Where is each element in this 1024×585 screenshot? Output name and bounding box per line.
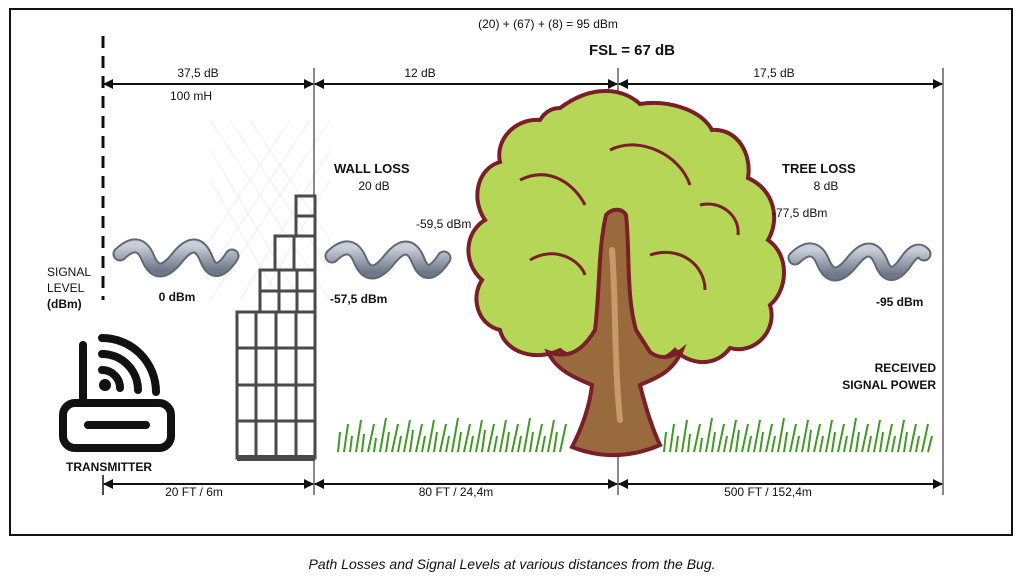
tree-loss-value: 8 dB <box>813 179 839 193</box>
level-after-tree: -77,5 dBm <box>772 206 828 220</box>
signal-level-line-3: (dBm) <box>47 297 82 311</box>
background-lattice <box>209 119 331 301</box>
top-segment-1-label: 37,5 dB <box>177 66 219 80</box>
bottom-segment-2-label: 80 FT / 24,4m <box>418 485 494 499</box>
fsl-title: FSL = 67 dB <box>588 42 676 59</box>
level-tx: 0 dBm <box>158 290 196 304</box>
transmitter-label: TRANSMITTER <box>66 460 152 474</box>
bottom-segment-3-label: 500 FT / 152,4m <box>724 485 812 499</box>
signal-wave-rx <box>787 242 932 282</box>
received-line-2: SIGNAL POWER <box>842 378 936 392</box>
wall-loss-value: 20 dB <box>358 179 390 193</box>
top-segment-1-sublabel: 100 mH <box>169 89 213 103</box>
top-segment-3-label: 17,5 dB <box>753 66 795 80</box>
received-signal-label: RECEIVED SIGNAL POWER <box>836 360 936 394</box>
signal-level-line-2: LEVEL <box>47 281 85 295</box>
bottom-segment-1-label: 20 FT / 6m <box>165 485 223 499</box>
received-line-1: RECEIVED <box>874 361 936 375</box>
figure-caption: Path Losses and Signal Levels at various… <box>308 556 716 572</box>
level-before-tree: -59,5 dBm <box>416 217 472 231</box>
formula-text: (20) + (67) + (8) = 95 dBm <box>478 17 618 31</box>
signal-level-label: SIGNAL LEVEL (dBm) <box>47 264 91 312</box>
grass <box>337 417 933 453</box>
router-icon <box>59 334 175 452</box>
signal-wave-wall <box>324 240 452 280</box>
building-icon <box>235 194 317 461</box>
top-segment-2-label: 12 dB <box>404 66 436 80</box>
wall-loss-label: WALL LOSS <box>334 161 410 176</box>
level-after-wall: -57,5 dBm <box>330 292 388 306</box>
tree-loss-label: TREE LOSS <box>782 161 856 176</box>
level-received: -95 dBm <box>876 295 924 309</box>
tree-icon <box>466 89 786 457</box>
signal-wave-tx <box>112 238 240 278</box>
signal-level-line-1: SIGNAL <box>47 265 92 279</box>
